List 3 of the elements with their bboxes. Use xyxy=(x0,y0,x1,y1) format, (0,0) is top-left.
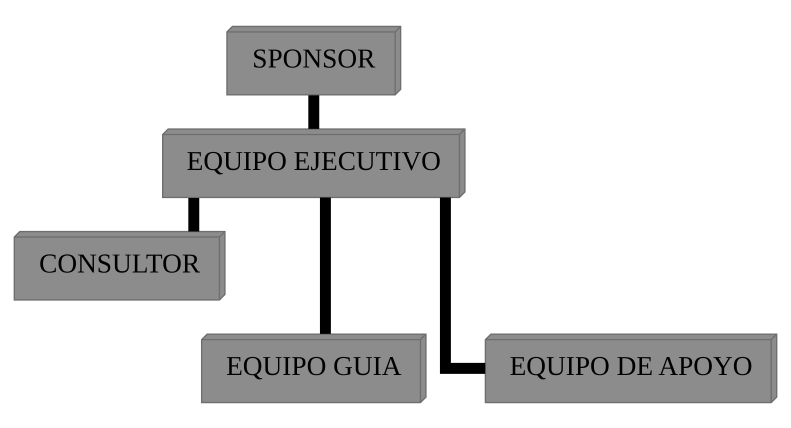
connector xyxy=(188,197,200,231)
connector xyxy=(308,94,320,128)
connector xyxy=(320,197,331,334)
